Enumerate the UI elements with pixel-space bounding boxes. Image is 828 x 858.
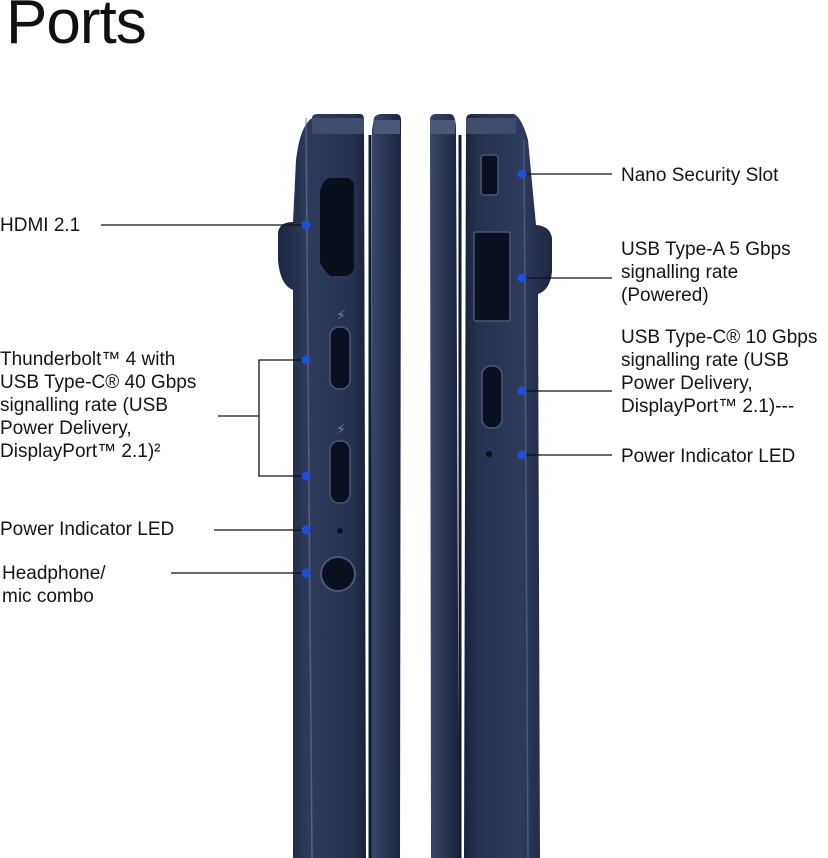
thunderbolt-icon: ⚡ bbox=[336, 308, 346, 324]
dot-usb-a bbox=[517, 273, 527, 283]
dot-thunderbolt-1 bbox=[301, 355, 311, 365]
leader-lines-right bbox=[522, 173, 612, 456]
label-usb-a: USB Type-A 5 Gbps signalling rate (Power… bbox=[621, 239, 791, 306]
dot-hdmi bbox=[301, 220, 311, 230]
usb-c-port bbox=[481, 365, 503, 429]
dot-security-slot bbox=[517, 169, 527, 179]
usb-a-port bbox=[473, 231, 511, 322]
dot-thunderbolt-2 bbox=[301, 471, 311, 481]
thunderbolt-port-1: ⚡ bbox=[329, 308, 351, 390]
hdmi-port bbox=[320, 178, 354, 276]
right-power-led bbox=[486, 451, 492, 457]
dot-left-power-led bbox=[301, 525, 311, 535]
right-side-base bbox=[464, 114, 552, 858]
nano-security-slot bbox=[480, 154, 499, 196]
dot-right-power-led bbox=[517, 450, 527, 460]
left-side-lid bbox=[368, 114, 401, 858]
left-side-base bbox=[278, 114, 366, 858]
thunderbolt-port-2: ⚡ bbox=[329, 422, 351, 504]
page-title: Ports bbox=[6, 0, 147, 57]
label-headphone: Headphone/ mic combo bbox=[2, 563, 106, 607]
label-thunderbolt: Thunderbolt™ 4 with USB Type-C® 40 Gbps … bbox=[0, 349, 197, 462]
left-power-led bbox=[337, 528, 343, 534]
leader-lines-left bbox=[101, 224, 306, 574]
right-side-lid bbox=[430, 114, 462, 858]
dot-headphone bbox=[301, 568, 311, 578]
headphone-jack bbox=[320, 556, 356, 592]
dot-usb-c bbox=[517, 386, 527, 396]
callout-dots bbox=[301, 169, 527, 578]
label-usb-c: USB Type-C® 10 Gbps signalling rate (USB… bbox=[621, 327, 818, 417]
thunderbolt-icon: ⚡ bbox=[336, 422, 346, 438]
label-security-slot: Nano Security Slot bbox=[621, 165, 779, 186]
label-right-power-led: Power Indicator LED bbox=[621, 446, 796, 467]
label-left-power-led: Power Indicator LED bbox=[0, 519, 175, 540]
label-hdmi: HDMI 2.1 bbox=[0, 215, 81, 236]
